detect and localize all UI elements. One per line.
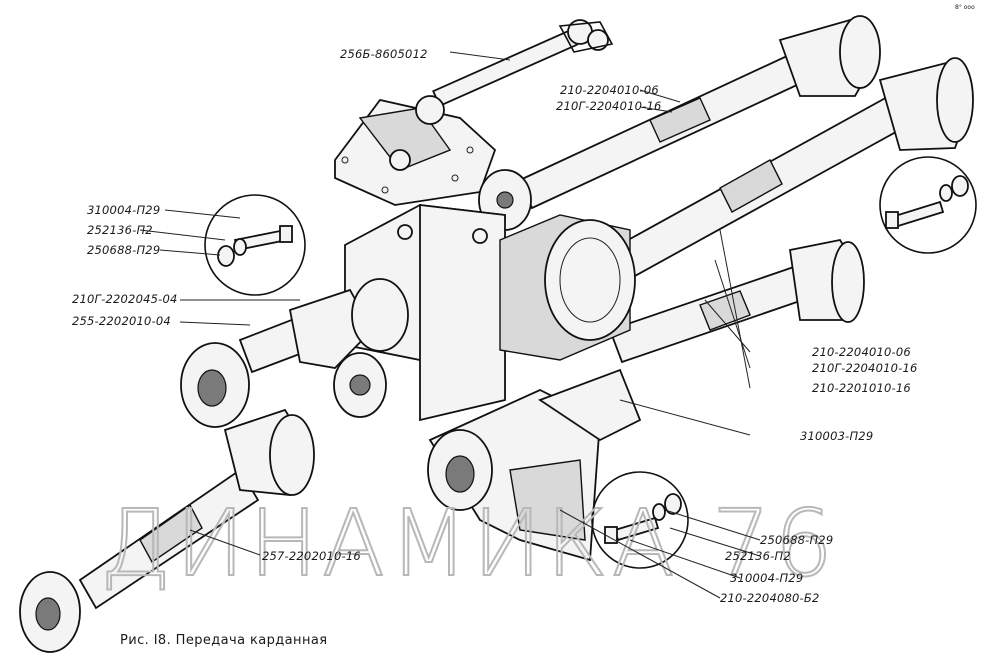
part-label-bolt-right: 310003-П29	[800, 429, 873, 443]
upper-shaft	[478, 15, 881, 231]
rear-shaft	[19, 408, 315, 653]
fastener-detail-left	[204, 194, 306, 296]
middle-right-shaft	[608, 57, 974, 284]
part-label-bolt-left: 310004-П29	[87, 203, 160, 217]
fastener-detail-right	[879, 156, 977, 254]
corner-mark: 8° ooo	[955, 4, 975, 11]
part-label-rear-shaft: 257-2202010-16	[262, 549, 361, 563]
part-label-mid-16: 210Г-2204010-16	[812, 361, 918, 375]
part-label-upper-06: 210-2204010-06	[560, 83, 659, 97]
lower-right-shaft	[608, 238, 865, 364]
part-label-washer-bottom: 252136-П2	[725, 549, 791, 563]
part-label-front-flange: 210Г-2202045-04	[72, 292, 178, 306]
leader-lines	[139, 51, 761, 599]
intermediate-support	[427, 368, 642, 562]
part-label-lower-shaft: 210-2201010-16	[812, 381, 911, 395]
figure-caption: Рис. I8. Передача карданная	[120, 633, 327, 648]
front-shaft	[180, 278, 409, 428]
fastener-detail-bottom	[591, 471, 689, 569]
part-label-bolt-bottom: 310004-П29	[730, 571, 803, 585]
transfer-case	[333, 203, 636, 422]
part-label-support: 210-2204080-Б2	[720, 591, 819, 605]
mounting-bracket	[334, 95, 497, 206]
part-label-washer-left: 252136-П2	[87, 223, 153, 237]
part-label-nut-left: 250688-П29	[87, 243, 160, 257]
part-label-nut-bottom: 250688-П29	[760, 533, 833, 547]
part-label-upper-16: 210Г-2204010-16	[556, 99, 662, 113]
part-label-mid-06: 210-2204010-06	[812, 345, 911, 359]
part-label-256b: 256Б-8605012	[340, 47, 428, 61]
watermark-text: ДИНАМИКА 76	[100, 490, 837, 597]
part-label-front-shaft: 255-2202010-04	[72, 314, 171, 328]
